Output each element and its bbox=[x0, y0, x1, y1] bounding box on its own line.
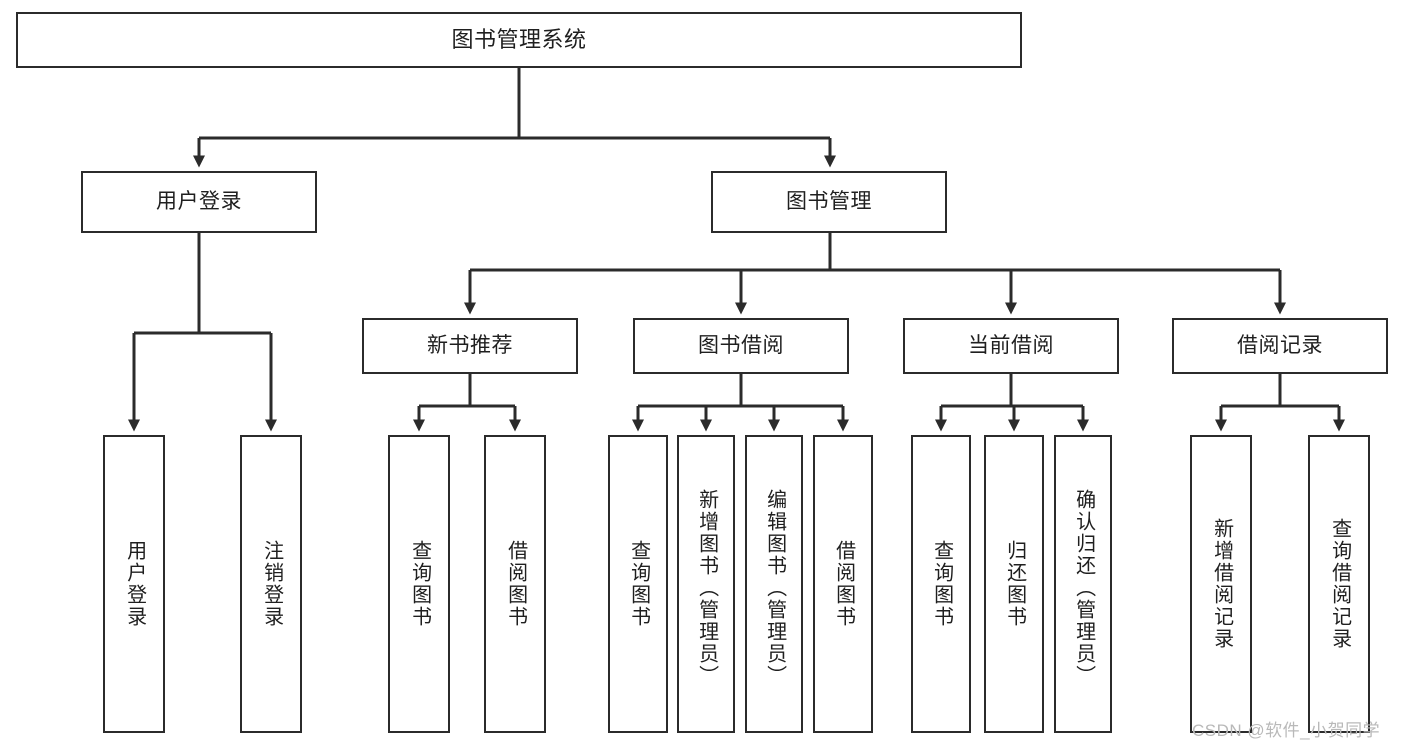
node-leaf-borrow-book-label: 借阅图书 bbox=[832, 540, 855, 628]
node-borrow-record[interactable]: 借阅记录 bbox=[1172, 318, 1388, 374]
node-current-borrow[interactable]: 当前借阅 bbox=[903, 318, 1119, 374]
node-current-borrow-label: 当前借阅 bbox=[968, 333, 1054, 357]
node-leaf-confirm-return[interactable]: 确认归还（管理员） bbox=[1054, 435, 1112, 733]
node-leaf-user-login[interactable]: 用户登录 bbox=[103, 435, 165, 733]
node-leaf-confirm-return-label: 确认归还（管理员） bbox=[1072, 489, 1095, 687]
node-leaf-logout[interactable]: 注销登录 bbox=[240, 435, 302, 733]
node-user-login[interactable]: 用户登录 bbox=[81, 171, 317, 233]
node-root-label: 图书管理系统 bbox=[451, 27, 587, 53]
node-leaf-return-book[interactable]: 归还图书 bbox=[984, 435, 1044, 733]
node-new-book-rec[interactable]: 新书推荐 bbox=[362, 318, 578, 374]
node-leaf-logout-label: 注销登录 bbox=[260, 540, 283, 628]
node-leaf-add-book[interactable]: 新增图书（管理员） bbox=[677, 435, 735, 733]
node-leaf-query-cur-label: 查询图书 bbox=[930, 540, 953, 628]
node-leaf-add-book-label: 新增图书（管理员） bbox=[695, 489, 718, 687]
node-leaf-borrow-book[interactable]: 借阅图书 bbox=[813, 435, 873, 733]
node-borrow-record-label: 借阅记录 bbox=[1237, 333, 1323, 357]
node-leaf-query-book-label: 查询图书 bbox=[627, 540, 650, 628]
node-root[interactable]: 图书管理系统 bbox=[16, 12, 1022, 68]
node-book-borrow[interactable]: 图书借阅 bbox=[633, 318, 849, 374]
node-leaf-query-book[interactable]: 查询图书 bbox=[608, 435, 668, 733]
node-leaf-edit-book[interactable]: 编辑图书（管理员） bbox=[745, 435, 803, 733]
node-leaf-query-book-rec[interactable]: 查询图书 bbox=[388, 435, 450, 733]
node-leaf-user-login-label: 用户登录 bbox=[123, 540, 146, 628]
node-leaf-query-book-rec-label: 查询图书 bbox=[408, 540, 431, 628]
node-book-manage-label: 图书管理 bbox=[786, 189, 872, 213]
node-leaf-query-record-label: 查询借阅记录 bbox=[1328, 518, 1351, 650]
node-leaf-return-book-label: 归还图书 bbox=[1003, 540, 1026, 628]
node-book-manage[interactable]: 图书管理 bbox=[711, 171, 947, 233]
node-new-book-rec-label: 新书推荐 bbox=[427, 333, 513, 357]
node-leaf-add-record-label: 新增借阅记录 bbox=[1210, 518, 1233, 650]
node-leaf-add-record[interactable]: 新增借阅记录 bbox=[1190, 435, 1252, 733]
watermark: CSDN @软件_小贺同学 bbox=[1192, 721, 1381, 740]
node-leaf-query-cur[interactable]: 查询图书 bbox=[911, 435, 971, 733]
node-leaf-edit-book-label: 编辑图书（管理员） bbox=[763, 489, 786, 687]
node-leaf-borrow-book-rec[interactable]: 借阅图书 bbox=[484, 435, 546, 733]
node-book-borrow-label: 图书借阅 bbox=[698, 333, 784, 357]
node-user-login-label: 用户登录 bbox=[156, 189, 242, 213]
node-leaf-query-record[interactable]: 查询借阅记录 bbox=[1308, 435, 1370, 733]
node-leaf-borrow-book-rec-label: 借阅图书 bbox=[504, 540, 527, 628]
